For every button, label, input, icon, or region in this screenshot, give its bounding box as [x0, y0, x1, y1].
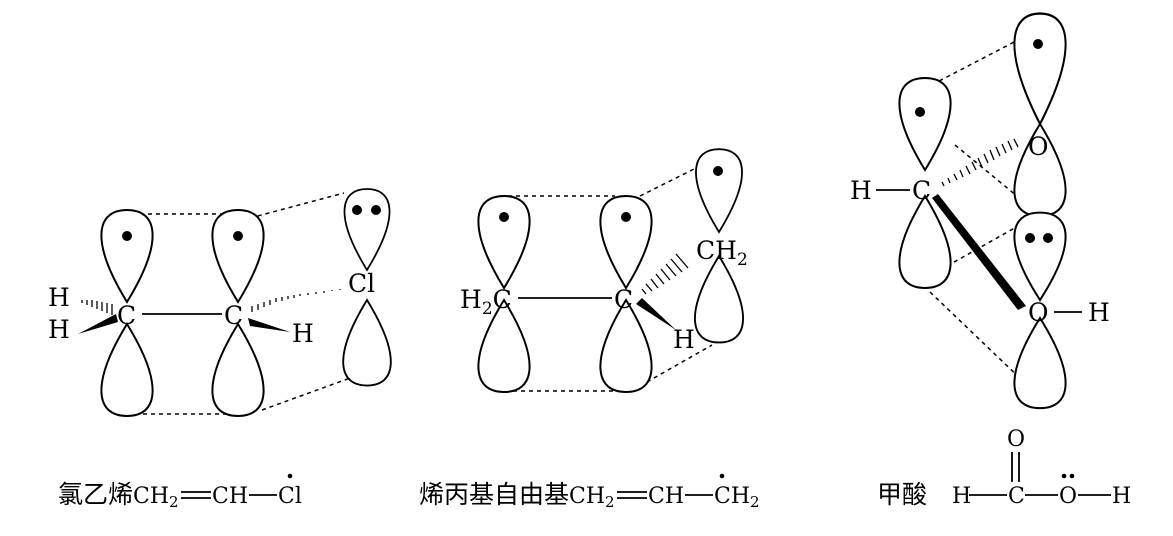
electron-dot: [233, 231, 243, 241]
atom-label-ch2: CH2: [696, 236, 748, 270]
overlap-line: [639, 344, 713, 387]
p-orbital-lower-lobe: [211, 323, 265, 417]
caption-allyl-radical: 烯丙基自由基 CH2 CH CH2: [419, 473, 760, 511]
radical-dot: [287, 473, 293, 479]
wedge-bond: [636, 298, 676, 330]
formula-h: H: [952, 484, 971, 509]
lone-pair-dot: [1061, 473, 1067, 479]
hashed-bond: [251, 289, 341, 312]
p-orbital-upper-lobe: [1013, 211, 1067, 301]
formula-c: C: [1008, 484, 1025, 509]
overlap-line: [261, 376, 354, 411]
atom-label-o: O: [1028, 132, 1049, 161]
atom-label-c: C: [614, 285, 633, 314]
p-orbital-lower-lobe: [342, 299, 392, 387]
p-orbital-lower-lobe: [694, 255, 744, 344]
formula-o: O: [1059, 484, 1077, 509]
overlap-line: [249, 192, 345, 219]
electron-dot: [1025, 233, 1035, 243]
atom-label-h: H: [292, 319, 314, 348]
p-orbital-lower-lobe: [100, 323, 154, 417]
electron-dot: [122, 231, 132, 241]
electron-dot: [915, 107, 925, 117]
wedge-bond: [248, 318, 290, 332]
structural-formula: CH2: [133, 484, 179, 511]
p-orbital-upper-lobe: [211, 209, 265, 303]
hashed-bond: [941, 138, 1019, 187]
caption-formic-acid: 甲酸 H C O O H: [877, 427, 1131, 509]
wedge-bond: [78, 314, 118, 334]
atom-label-o: O: [1028, 298, 1049, 327]
caption-vinyl-chloride: 氯乙烯 CH2 CH Cl: [58, 473, 302, 511]
atom-label-c: C: [224, 301, 243, 330]
compound-name: 烯丙基自由基: [419, 480, 569, 509]
p-orbital-upper-lobe: [599, 195, 653, 289]
electron-dot: [621, 212, 631, 222]
atom-label-cl: Cl: [348, 269, 375, 298]
panel-allyl-radical: H2C C CH2 H: [460, 148, 748, 393]
radical-dot: [719, 473, 725, 479]
p-orbital-upper-lobe: [477, 195, 531, 289]
atom-label-h: H: [850, 176, 872, 205]
lone-pair-dot: [1069, 473, 1075, 479]
hashed-bond: [81, 300, 113, 315]
atom-label-h: H: [48, 283, 70, 312]
electron-dot: [1033, 39, 1043, 49]
electron-dot: [713, 166, 723, 176]
panel-vinyl-chloride: H H C C H Cl: [48, 188, 392, 417]
p-orbital-upper-lobe: [695, 148, 743, 233]
atom-label-h: H: [48, 315, 70, 344]
electron-dot: [499, 212, 509, 222]
compound-name: 氯乙烯: [58, 480, 133, 509]
p-orbital-upper-lobe: [1013, 12, 1067, 126]
atom-label-c: C: [117, 301, 136, 330]
overlap-line: [929, 291, 1026, 384]
structural-formula-cl: Cl: [278, 484, 302, 509]
formula-o-top: O: [1007, 427, 1025, 452]
atom-label-h2c: H2C: [460, 285, 512, 319]
p-orbital-upper-lobe: [343, 188, 391, 271]
atom-label-c: C: [912, 176, 931, 205]
p-orbital-upper-lobe: [100, 209, 154, 303]
panel-formic-acid: H C O O H: [850, 12, 1110, 410]
structural-formula: CH2: [569, 484, 615, 511]
atom-label-h: H: [1088, 298, 1110, 327]
electron-dot: [352, 205, 362, 215]
overlap-line: [639, 165, 701, 197]
structural-formula-ch: CH: [212, 484, 248, 509]
electron-dot: [1043, 233, 1053, 243]
p-orbital-lower-lobe: [1013, 317, 1067, 410]
hashed-bond: [641, 253, 689, 295]
electron-dot: [371, 205, 381, 215]
p-orbital-upper-lobe: [898, 77, 952, 171]
atom-label-h: H: [673, 325, 695, 354]
compound-name: 甲酸: [877, 480, 927, 509]
formula-h: H: [1112, 484, 1131, 509]
structural-formula-ch: CH: [648, 484, 684, 509]
wedge-bond: [932, 194, 1026, 310]
structural-formula-ch2: CH2: [714, 484, 760, 511]
